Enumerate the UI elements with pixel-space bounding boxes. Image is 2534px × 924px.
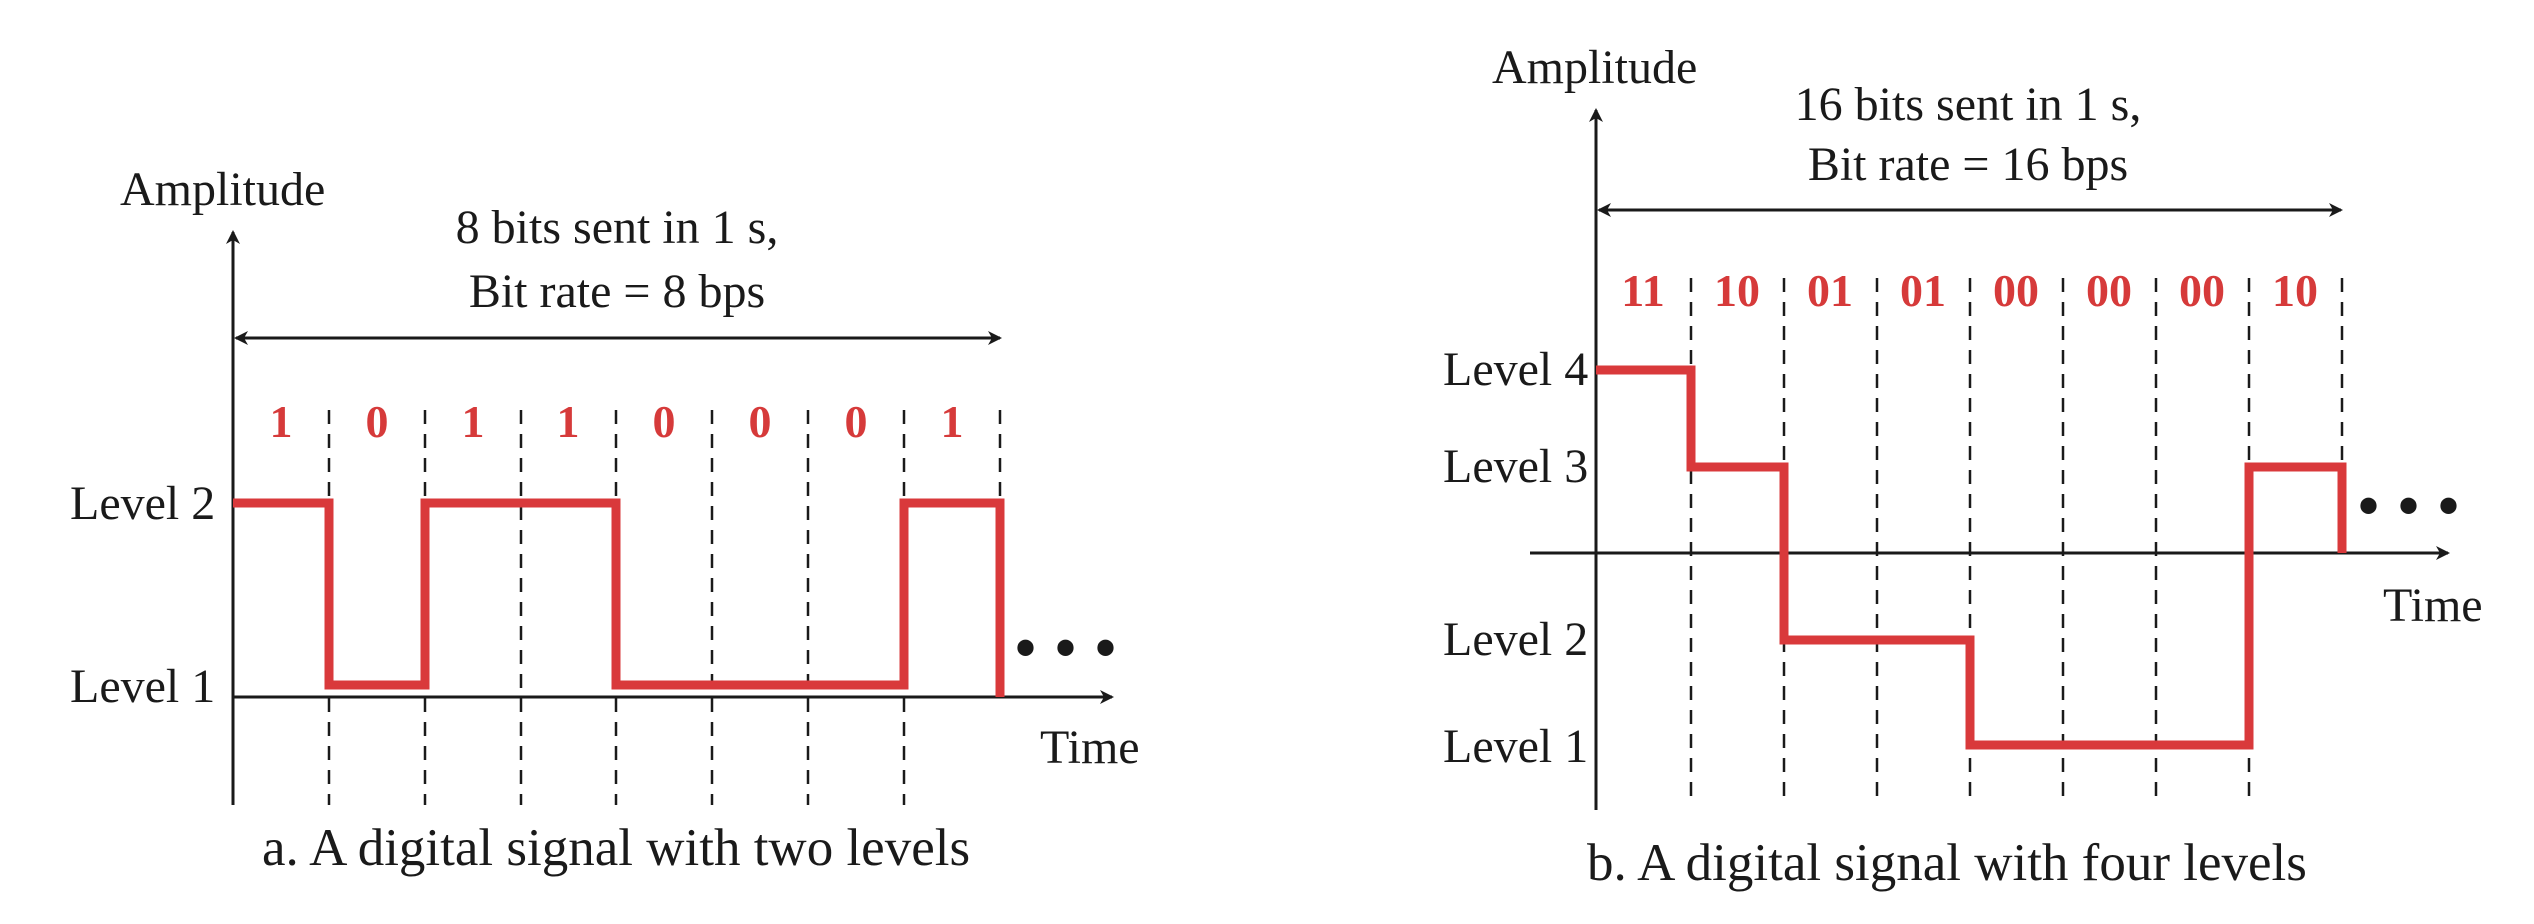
- panel-a-bit: 1: [270, 396, 293, 447]
- panel-b-bit-labels: 11 10 01 01 00 00 00 10: [1621, 265, 2318, 316]
- panel-b-caption: b. A digital signal with four levels: [1587, 834, 2307, 892]
- panel-a-bit-labels: 1 0 1 1 0 0 0 1: [270, 396, 964, 447]
- panel-a-bit: 0: [845, 396, 868, 447]
- panel-b-signal: [1596, 365, 2347, 750]
- panel-b-bit: 01: [1807, 265, 1853, 316]
- panel-b-level-4-label: Level 4: [1443, 343, 1588, 396]
- panel-a-level-1-label: Level 1: [70, 660, 215, 713]
- panel-b-bit: 01: [1900, 265, 1946, 316]
- panel-a-bit: 1: [557, 396, 580, 447]
- panel-a-header-line2: Bit rate = 8 bps: [469, 265, 765, 318]
- panel-b-four-levels: Amplitude 16 bits sent in 1 s, Bit rate …: [1443, 41, 2483, 892]
- panel-a-bit: 1: [941, 396, 964, 447]
- panel-a-header-line1: 8 bits sent in 1 s,: [456, 201, 779, 254]
- panel-a-continuation-dots: • • •: [1015, 615, 1118, 681]
- panel-a-bit-dividers: [327, 410, 1002, 805]
- panel-b-bit: 10: [1714, 265, 1760, 316]
- panel-b-bit: 00: [2179, 265, 2225, 316]
- panel-a-bit: 0: [653, 396, 676, 447]
- panel-b-level-2-label: Level 2: [1443, 613, 1588, 666]
- panel-b-header-line2: Bit rate = 16 bps: [1808, 138, 2128, 191]
- panel-b-time-label: Time: [2383, 579, 2483, 632]
- panel-a-signal: [233, 498, 1005, 697]
- panel-a-caption: a. A digital signal with two levels: [262, 819, 970, 877]
- panel-b-bit: 11: [1621, 265, 1664, 316]
- panel-b-bit: 00: [2086, 265, 2132, 316]
- panel-a-bit: 1: [462, 396, 485, 447]
- panel-a-bit: 0: [366, 396, 389, 447]
- panel-b-header-line1: 16 bits sent in 1 s,: [1795, 78, 2142, 131]
- panel-b-level-1-label: Level 1: [1443, 720, 1588, 773]
- panel-b-continuation-dots: • • •: [2358, 473, 2461, 539]
- panel-a-level-2-label: Level 2: [70, 477, 215, 530]
- panel-b-bit-dividers: [1689, 278, 2344, 805]
- panel-b-level-3-label: Level 3: [1443, 440, 1588, 493]
- panel-b-bit: 00: [1993, 265, 2039, 316]
- panel-b-bit: 10: [2272, 265, 2318, 316]
- panel-a-time-label: Time: [1040, 721, 1140, 774]
- panel-a-bit: 0: [749, 396, 772, 447]
- panel-a-amplitude-label: Amplitude: [120, 163, 325, 216]
- panel-a-two-levels: Amplitude 8 bits sent in 1 s, Bit rate =…: [70, 163, 1140, 877]
- panel-b-amplitude-label: Amplitude: [1492, 41, 1697, 94]
